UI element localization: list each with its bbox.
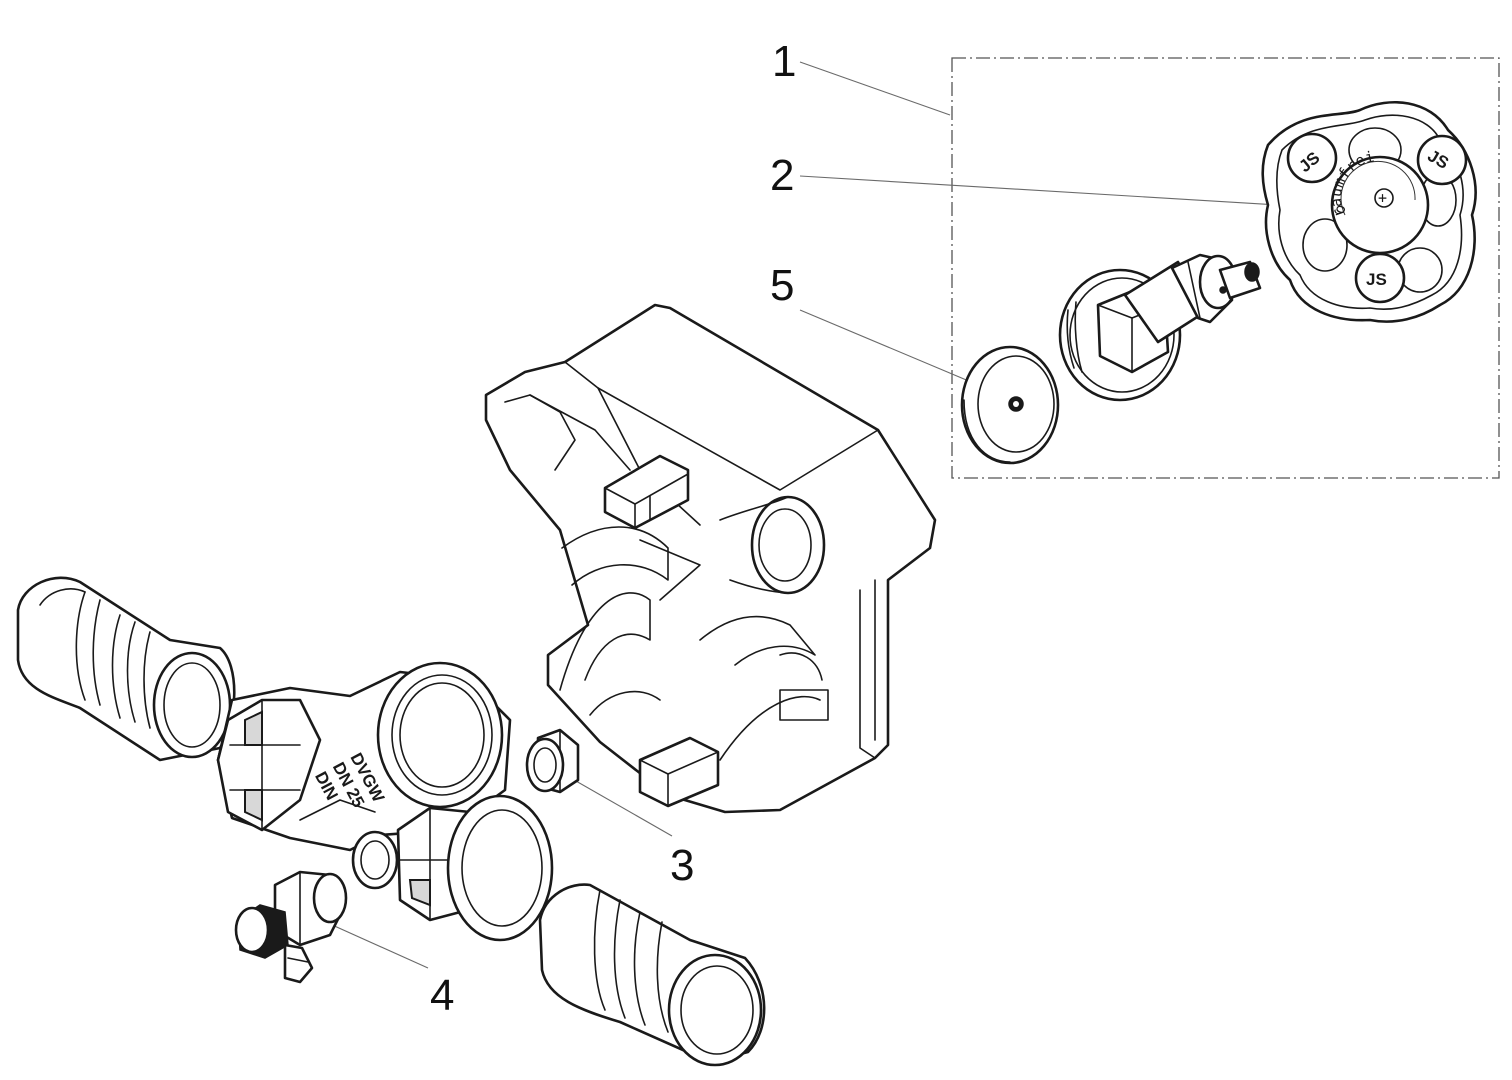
js-logo-medallion-left: JS — [1286, 132, 1338, 184]
handwheel-plus-symbol: + — [1378, 189, 1387, 207]
callout-3: 3 — [670, 841, 694, 890]
handwheel: JS JS JS raumfrei o + — [1261, 100, 1477, 323]
leader-line-2 — [799, 175, 1279, 206]
callout-5: 5 — [770, 261, 794, 310]
press-fitting-bottom — [538, 883, 766, 1067]
js-logo-medallion-bottom: JS — [1354, 252, 1406, 304]
valve-body: DVGW DN 25 DIN — [216, 661, 554, 942]
valve-disc-seal — [960, 345, 1060, 465]
svg-text:JS: JS — [1366, 270, 1387, 289]
callout-2: 2 — [770, 151, 794, 200]
js-logo-medallion-right: JS — [1416, 134, 1468, 186]
callout-4: 4 — [430, 971, 454, 1020]
callout-1: 1 — [772, 37, 796, 86]
handwheel-hub — [1330, 155, 1430, 255]
plug-part-3 — [525, 728, 580, 794]
assembly-boundary-box — [951, 57, 1500, 479]
drain-valve-part-4 — [234, 870, 348, 984]
leader-line-1 — [799, 61, 951, 116]
press-fitting-left — [16, 576, 236, 762]
upper-valve-spindle — [1058, 253, 1262, 402]
insulation-shell — [484, 303, 937, 814]
